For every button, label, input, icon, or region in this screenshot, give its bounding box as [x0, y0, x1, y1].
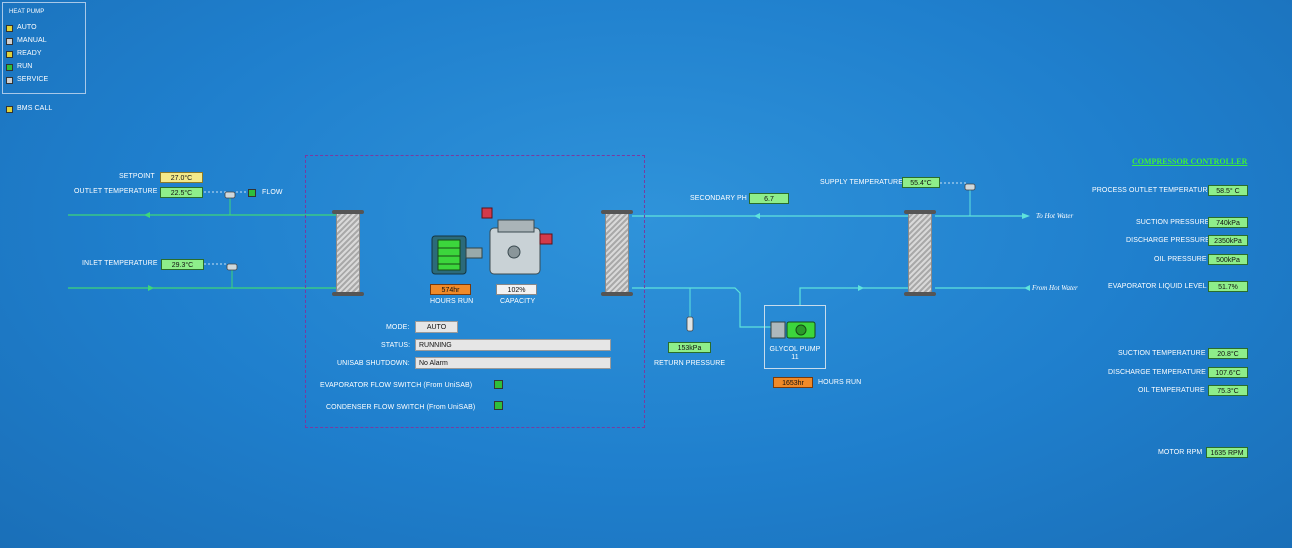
oil-temperature-value: 75.3°C [1208, 385, 1248, 396]
setpoint-value[interactable]: 27.0°C [160, 172, 203, 183]
legend-title: HEAT PUMP [9, 9, 45, 15]
return-pressure-sensor-icon [685, 316, 695, 334]
evaporator-flow-switch-label: EVAPORATOR FLOW SWITCH (From UniSAB) [320, 382, 473, 389]
legend-service-label: SERVICE [17, 76, 49, 83]
compressor-motor-icon[interactable] [428, 200, 558, 280]
evaporator-heat-exchanger-icon [332, 210, 364, 296]
outlet-temperature-label: OUTLET TEMPERATURE [74, 188, 158, 195]
inlet-temperature-value: 29.3°C [161, 259, 204, 270]
evaporator-liquid-level-value: 51.7% [1208, 281, 1248, 292]
glycol-pump-label: GLYCOL PUMP 11 [769, 346, 821, 361]
secondary-ph-value: 6.7 [749, 193, 789, 204]
compressor-hours-value: 574hr [430, 284, 471, 295]
discharge-pressure-value: 2350kPa [1208, 235, 1248, 246]
suction-temperature-value: 20.8°C [1208, 348, 1248, 359]
from-hot-water-label: From Hot Water [1032, 284, 1078, 292]
legend-run-label: RUN [17, 63, 33, 70]
pump-hours-value: 1653hr [773, 377, 813, 388]
service-indicator [6, 77, 13, 84]
compressor-capacity-label: CAPACITY [500, 298, 536, 305]
supply-temperature-value: 55.4°C [902, 177, 940, 188]
mode-value[interactable]: AUTO [415, 321, 458, 333]
return-pressure-label: RETURN PRESSURE [654, 360, 726, 367]
heat-pump-boundary [305, 155, 645, 428]
ready-indicator [6, 51, 13, 58]
setpoint-label: SETPOINT [119, 173, 155, 180]
status-value: RUNNING [415, 339, 611, 351]
secondary-ph-label: SECONDARY PH [690, 195, 747, 202]
supply-temperature-label: SUPPLY TEMPERATURE [820, 179, 903, 186]
evaporator-flow-switch-indicator [494, 380, 503, 389]
flow-label: FLOW [262, 189, 283, 196]
process-outlet-temperature-value: 58.5° C [1208, 185, 1248, 196]
oil-pressure-value: 500kPa [1208, 254, 1248, 265]
mode-label: MODE: [386, 324, 410, 331]
legend-auto-label: AUTO [17, 24, 37, 31]
return-pressure-value: 153kPa [668, 342, 711, 353]
motor-rpm-label: MOTOR RPM [1158, 449, 1203, 456]
process-outlet-temperature-label: PROCESS OUTLET TEMPERATURE [1092, 187, 1213, 194]
inlet-temp-sensor-icon [226, 259, 238, 271]
motor-rpm-value: 1635 RPM [1206, 447, 1248, 458]
inlet-temperature-label: INLET TEMPERATURE [82, 260, 158, 267]
outlet-temp-sensor-icon [224, 187, 236, 199]
auto-indicator [6, 25, 13, 32]
bms-call-label: BMS CALL [17, 105, 53, 112]
glycol-pump-11[interactable]: GLYCOL PUMP 11 [764, 305, 826, 369]
suction-pressure-label: SUCTION PRESSURE [1136, 219, 1210, 226]
heat-pump-legend: HEAT PUMP [2, 2, 86, 94]
suction-pressure-value: 740kPa [1208, 217, 1248, 228]
to-hot-water-label: To Hot Water [1036, 212, 1074, 220]
supply-temp-sensor-icon [964, 179, 976, 191]
unisab-shutdown-value: No Alarm [415, 357, 611, 369]
compressor-capacity-value: 102% [496, 284, 537, 295]
unisab-shutdown-label: UNISAB SHUTDOWN: [337, 360, 410, 367]
discharge-pressure-label: DISCHARGE PRESSURE [1126, 237, 1210, 244]
manual-indicator [6, 38, 13, 45]
discharge-temperature-value: 107.6°C [1208, 367, 1248, 378]
pump-hours-label: HOURS RUN [818, 379, 862, 386]
outlet-temperature-value: 22.5°C [160, 187, 203, 198]
compressor-hours-label: HOURS RUN [430, 298, 474, 305]
legend-manual-label: MANUAL [17, 37, 47, 44]
suction-temperature-label: SUCTION TEMPERATURE [1118, 350, 1206, 357]
condenser-flow-switch-indicator [494, 401, 503, 410]
condenser-heat-exchanger-icon [601, 210, 633, 296]
hot-water-heat-exchanger-icon [904, 210, 936, 296]
legend-ready-label: READY [17, 50, 42, 57]
status-label: STATUS: [381, 342, 411, 349]
flow-indicator [248, 189, 256, 197]
run-indicator [6, 64, 13, 71]
oil-pressure-label: OIL PRESSURE [1154, 256, 1207, 263]
oil-temperature-label: OIL TEMPERATURE [1138, 387, 1205, 394]
compressor-controller-title: COMPRESSOR CONTROLLER [1132, 157, 1248, 166]
evaporator-liquid-level-label: EVAPORATOR LIQUID LEVEL [1108, 283, 1207, 290]
condenser-flow-switch-label: CONDENSER FLOW SWITCH (From UniSAB) [326, 404, 476, 411]
discharge-temperature-label: DISCHARGE TEMPERATURE [1108, 369, 1206, 376]
bms-call-indicator [6, 106, 13, 113]
